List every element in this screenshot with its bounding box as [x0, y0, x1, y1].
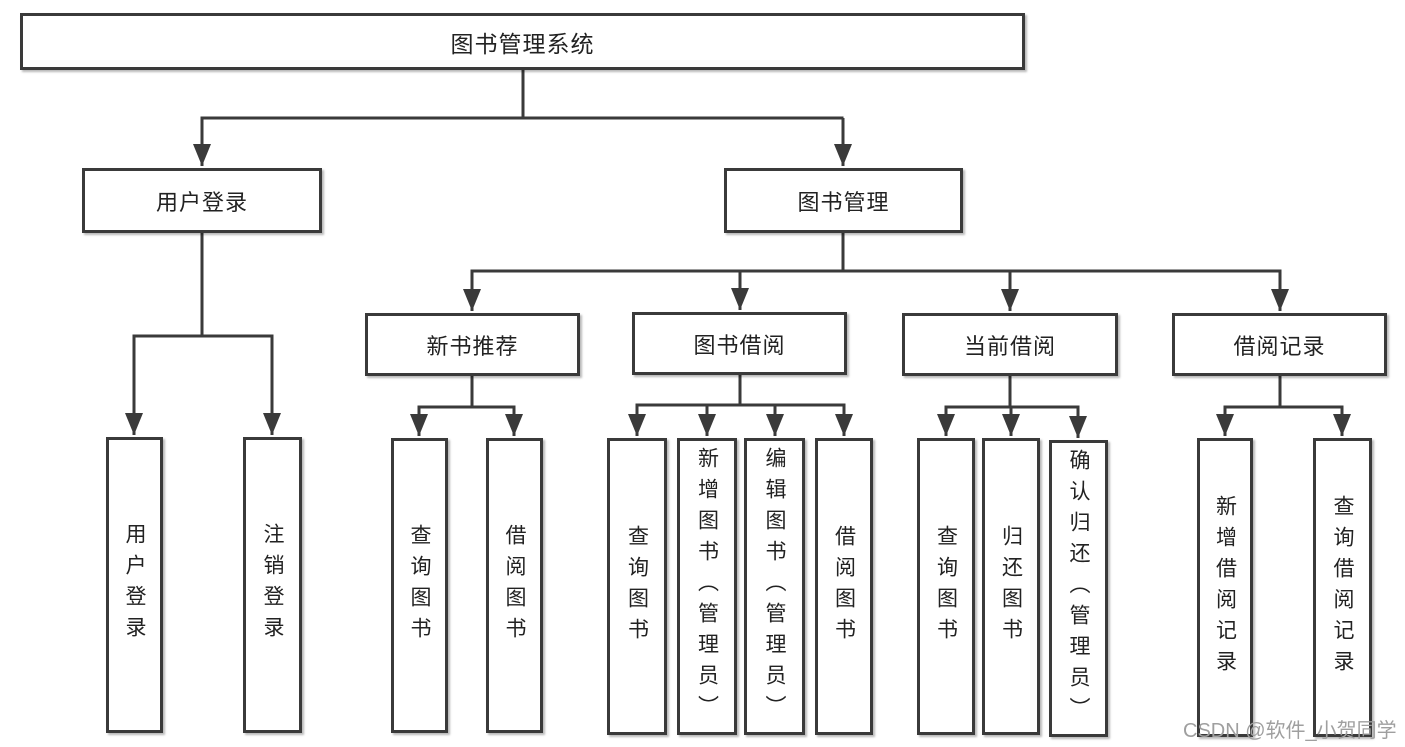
csdn-watermark: CSDN @软件_小贺同学 [1183, 720, 1397, 742]
node-current-borrowing: 当前借阅 [902, 313, 1118, 376]
leaf-label: 查询图书 [625, 524, 649, 649]
leaf-user-login: 用户登录 [106, 437, 163, 733]
node-user-login: 用户登录 [82, 168, 322, 233]
leaf-confirm-return-admin: 确认归还（管理员） [1049, 440, 1108, 737]
leaf-label: 编辑图书（管理员） [763, 447, 786, 726]
leaf-edit-books-admin: 编辑图书（管理员） [744, 438, 805, 735]
leaf-label: 归还图书 [999, 524, 1023, 649]
node-book-management: 图书管理 [724, 168, 963, 233]
leaf-label: 查询图书 [408, 523, 431, 648]
leaf-borrow-books-borrowing: 借阅图书 [815, 438, 873, 735]
leaf-label: 用户登录 [123, 523, 146, 647]
leaf-label: 注销登录 [261, 523, 284, 647]
leaf-label: 查询图书 [934, 524, 958, 649]
leaf-label: 借阅图书 [832, 524, 856, 649]
leaf-label: 新增借阅记录 [1213, 494, 1237, 681]
leaf-query-books-borrowing: 查询图书 [607, 438, 667, 735]
leaf-label: 查询借阅记录 [1331, 494, 1354, 681]
leaf-borrow-books-recommend: 借阅图书 [486, 438, 543, 733]
leaf-return-books: 归还图书 [982, 438, 1040, 735]
leaf-label: 借阅图书 [503, 523, 526, 648]
node-book-borrowing: 图书借阅 [632, 312, 847, 375]
node-new-book-recommendation: 新书推荐 [365, 313, 580, 376]
leaf-label: 新增图书（管理员） [695, 447, 719, 726]
node-borrowing-records: 借阅记录 [1172, 313, 1387, 376]
leaf-add-books-admin: 新增图书（管理员） [677, 438, 737, 735]
leaf-add-borrowing-record: 新增借阅记录 [1197, 438, 1253, 737]
leaf-logout-login: 注销登录 [243, 437, 302, 733]
leaf-query-borrowing-record: 查询借阅记录 [1313, 438, 1372, 737]
leaf-label: 确认归还（管理员） [1067, 449, 1090, 728]
leaf-query-books-recommend: 查询图书 [391, 438, 448, 733]
node-library-management-system: 图书管理系统 [20, 13, 1025, 70]
leaf-query-books-current: 查询图书 [917, 438, 975, 735]
